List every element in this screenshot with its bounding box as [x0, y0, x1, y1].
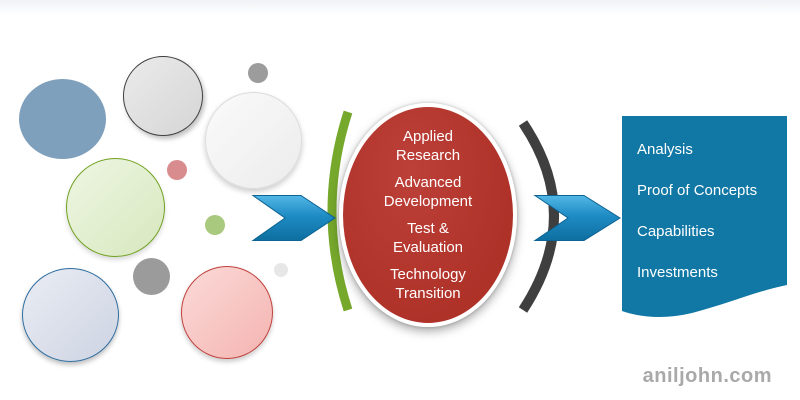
- bubble-gray-dot: [248, 63, 268, 83]
- bubble-pink-dot: [167, 160, 187, 180]
- outcome-investments: Investments: [637, 264, 718, 281]
- arrow-right-icon: [251, 195, 336, 241]
- outcome-list: Analysis Proof of Concepts Capabilities …: [637, 142, 757, 280]
- wave-box-shape: [622, 116, 787, 317]
- bubble-white: [205, 92, 302, 189]
- outcome-analysis: Analysis: [637, 141, 693, 158]
- bubble-pink-ring: [181, 266, 273, 359]
- bubble-blue-ring: [22, 268, 119, 362]
- bubble-steel-blue: [19, 79, 106, 159]
- arrow-right-icon: [533, 195, 621, 241]
- outcomes-box: Analysis Proof of Concepts Capabilities …: [622, 116, 787, 326]
- bubble-green-dot: [205, 215, 225, 235]
- funnel-stage-test-evaluation: Test & Evaluation: [392, 220, 464, 256]
- watermark: aniljohn.com: [642, 365, 772, 387]
- outcome-proof-of-concepts: Proof of Concepts: [637, 182, 758, 199]
- output-arc-icon: [518, 120, 559, 313]
- bubble-gray-ring: [123, 56, 203, 136]
- funnel-stage-advanced-development: Advanced Development: [383, 174, 473, 210]
- bubble-green-ring: [66, 158, 165, 257]
- funnel-stage-applied-research: Applied Research: [395, 128, 461, 164]
- bubble-faint-dot: [274, 263, 288, 277]
- funnel-stage-technology-transition: Technology Transition: [390, 266, 466, 302]
- funnel-ellipse: Applied Research Advanced Development Te…: [339, 103, 517, 327]
- input-arc-icon: [327, 110, 353, 312]
- outcome-capabilities: Capabilities: [637, 223, 715, 240]
- bubble-gray-medium: [133, 258, 170, 295]
- top-gradient: [0, 0, 800, 16]
